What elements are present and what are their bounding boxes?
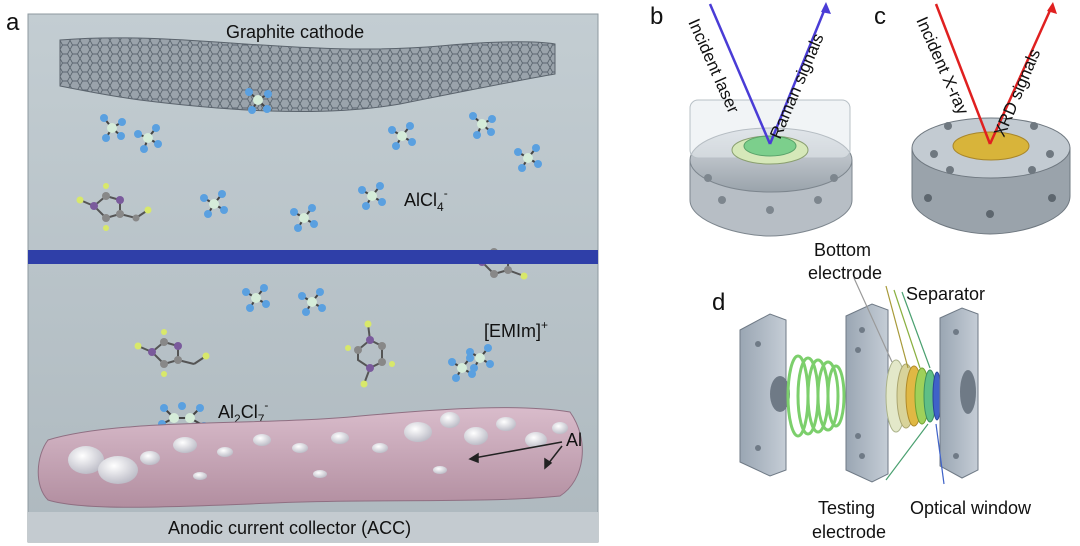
alcl4-molecule bbox=[514, 144, 542, 172]
electrode-stack bbox=[885, 359, 942, 433]
panel-b: b Incident laser Raman signals bbox=[650, 2, 853, 237]
bottom-electrode-label-line1: Bottom bbox=[814, 240, 871, 260]
testing-electrode-label-line2: electrode bbox=[812, 522, 886, 542]
emim-molecule bbox=[76, 183, 152, 231]
emim-label: [EMIm]+ bbox=[484, 318, 548, 341]
xrd-cell bbox=[911, 117, 1071, 235]
optical-window-label: Optical window bbox=[910, 498, 1032, 518]
acc-label: Anodic current collector (ACC) bbox=[168, 518, 411, 538]
al-deposits bbox=[68, 412, 568, 484]
bottom-electrode-label-line2: electrode bbox=[808, 263, 882, 283]
acc-plate bbox=[28, 512, 598, 542]
raman-cell bbox=[689, 99, 853, 237]
alcl4-molecule bbox=[298, 288, 326, 316]
al2cl7-molecule bbox=[158, 402, 208, 430]
right-flange bbox=[939, 307, 979, 479]
alcl4-molecule bbox=[134, 124, 162, 153]
alcl4-molecule bbox=[358, 182, 386, 210]
panel-a-letter: a bbox=[6, 9, 20, 36]
incident-xray-label: Incident X-ray bbox=[912, 14, 972, 118]
alcl4-label: AlCl4- bbox=[404, 186, 448, 214]
panel-b-letter: b bbox=[650, 3, 663, 30]
xray-beams bbox=[934, 2, 1057, 145]
laser-beams bbox=[708, 2, 831, 145]
alcl4-molecule bbox=[388, 122, 416, 150]
anode-body bbox=[37, 407, 583, 508]
panel-a: a Graphite cathode bbox=[6, 9, 599, 543]
panel-d-letter: d bbox=[712, 289, 725, 316]
alcl4-molecule bbox=[448, 354, 476, 382]
alcl4-molecule bbox=[200, 190, 228, 218]
panel-d: d bbox=[712, 240, 1032, 542]
al-arrows bbox=[468, 441, 563, 470]
separator-label: Separator bbox=[906, 284, 985, 304]
testing-electrode-label-line1: Testing bbox=[818, 498, 875, 518]
panel-c-letter: c bbox=[874, 3, 886, 30]
alcl4-molecule bbox=[245, 88, 272, 114]
emim-molecule bbox=[134, 329, 210, 377]
graphite-cathode-label: Graphite cathode bbox=[226, 22, 364, 42]
alcl4-molecule bbox=[100, 114, 126, 142]
alcl4-molecule bbox=[242, 284, 270, 312]
separator-band bbox=[28, 250, 598, 264]
spring bbox=[786, 354, 846, 438]
panel-c: c Incident X-ray XRD signals bbox=[874, 2, 1071, 235]
al-label: Al bbox=[566, 430, 582, 450]
alcl4-molecule bbox=[290, 204, 318, 232]
leader-lines bbox=[853, 277, 945, 485]
emim-molecule bbox=[345, 320, 395, 388]
alcl4-molecule bbox=[469, 112, 496, 139]
left-flange bbox=[739, 313, 790, 477]
al2cl7-label: Al2Cl7- bbox=[218, 398, 268, 426]
alcl4-molecule bbox=[466, 344, 494, 372]
graphite-sheet bbox=[59, 37, 556, 113]
middle-flange bbox=[845, 303, 889, 483]
